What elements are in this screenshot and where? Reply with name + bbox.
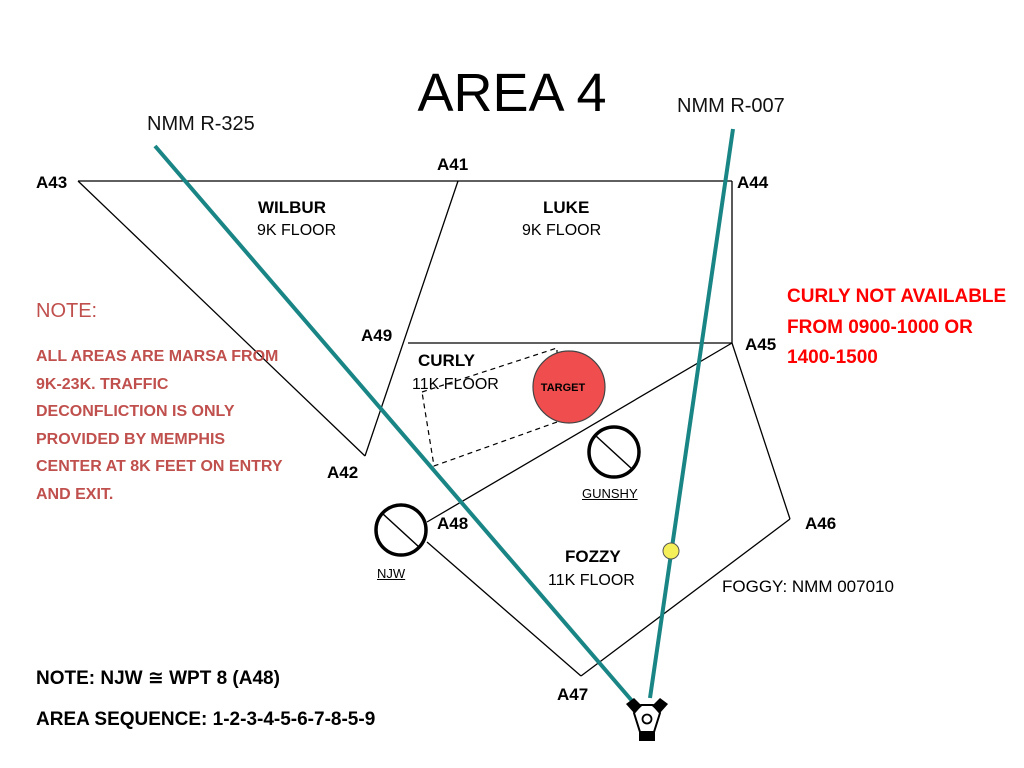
vortac-icon [626, 698, 668, 741]
curly-area-boundary [421, 347, 558, 467]
boundary-a45-a46 [731, 342, 791, 520]
area-floor-curly: 11K FLOOR [412, 376, 499, 393]
boundary-a46-a47 [580, 518, 791, 677]
foggy-point-icon [662, 542, 680, 560]
point-label-a45: A45 [745, 335, 777, 354]
area-floor-fozzy: 11K FLOOR [548, 572, 635, 589]
area-name-fozzy: FOZZY [565, 547, 621, 566]
point-label-a42: A42 [327, 463, 359, 482]
curly-availability-note: CURLY NOT AVAILABLE FROM 0900-1000 OR 14… [787, 286, 1007, 368]
radial-label-r007: NMM R-007 [677, 95, 785, 117]
radial-line-r007 [648, 128, 735, 699]
point-label-a47: A47 [557, 685, 589, 704]
note-body: ALL AREAS ARE MARSA FROM 9K-23K. TRAFFIC… [36, 348, 283, 503]
point-label-a44: A44 [737, 173, 769, 192]
foggy-label: FOGGY: NMM 007010 [722, 577, 894, 596]
point-label-a49: A49 [361, 326, 393, 345]
area-floor-wilbur: 9K FLOOR [257, 222, 337, 239]
point-label-a46: A46 [805, 514, 837, 533]
point-label-a41: A41 [437, 155, 469, 174]
boundary-a47-njw [426, 541, 582, 677]
njw-waypoint-note: NOTE: NJW ≅ WPT 8 (A48) [36, 668, 280, 689]
note-heading: NOTE: [36, 300, 98, 322]
navaid-circle-icon [374, 503, 428, 557]
area-name-curly: CURLY [418, 351, 475, 370]
boundary-a45-a48 [426, 342, 733, 523]
area-floor-luke: 9K FLOOR [522, 222, 602, 239]
radial-line-r325 [153, 144, 635, 704]
navaid-label-gunshy: GUNSHY [582, 486, 638, 501]
area-boundaries [77, 180, 791, 677]
area-sequence-note: AREA SEQUENCE: 1-2-3-4-5-6-7-8-5-9 [36, 709, 376, 730]
boundary-a43-a42 [77, 180, 366, 457]
target-circle [532, 350, 606, 424]
page-title: AREA 4 [417, 63, 607, 123]
target-label: TARGET [540, 382, 586, 394]
navaid-label-njw: NJW [377, 566, 406, 581]
point-label-a48: A48 [437, 514, 469, 533]
navaid-circle-icon [587, 425, 641, 479]
area-name-wilbur: WILBUR [258, 198, 326, 217]
radial-label-r325: NMM R-325 [147, 113, 255, 135]
point-label-a43: A43 [36, 173, 68, 192]
boundary-a41-a42 [364, 180, 459, 457]
area-name-luke: LUKE [543, 198, 590, 217]
